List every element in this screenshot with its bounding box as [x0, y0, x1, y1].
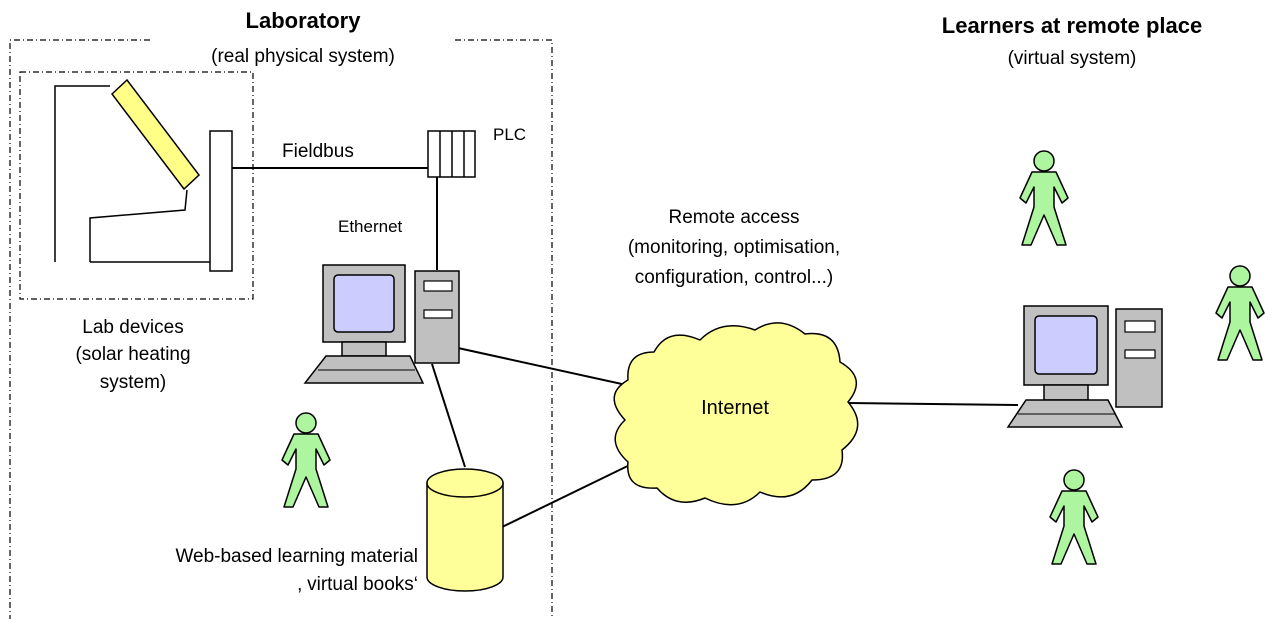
lab-computer-icon: [303, 264, 460, 384]
internet-cloud-icon: [613, 322, 859, 506]
learning-material-label-1: Web-based learning material: [175, 546, 418, 567]
lab-devices-group: [19, 71, 254, 300]
ethernet-label: Ethernet: [338, 217, 403, 236]
solar-panel: [110, 78, 201, 191]
remote-subtitle: (virtual system): [1008, 48, 1137, 69]
database-icon: [426, 468, 504, 592]
lab-devices-label-2: (solar heating: [75, 344, 190, 365]
lab-devices-boundary: [19, 71, 254, 300]
solar-pipe-inner: [89, 189, 188, 262]
lab-computer-to-database-line: [431, 363, 466, 468]
remote-access-label-3: configuration, control...): [635, 267, 834, 288]
laboratory-subtitle: (real physical system): [211, 46, 395, 67]
lab-learner-person-icon: [281, 412, 331, 508]
remote-learner-bottom-person-icon: [1049, 469, 1099, 565]
laboratory-boundary: [9, 39, 553, 619]
remote-access-label-1: Remote access: [669, 207, 800, 228]
fieldbus-label: Fieldbus: [282, 141, 354, 162]
laboratory-title: Laboratory: [246, 8, 362, 33]
remote-title: Learners at remote place: [942, 13, 1202, 38]
remote-computer-icon: [1006, 305, 1163, 428]
solar-pipe-outer: [54, 85, 110, 262]
storage-tank: [209, 130, 233, 272]
internet-label: Internet: [701, 397, 769, 419]
learning-material-label-2: ‚ virtual books‘: [298, 574, 418, 595]
lab-devices-label-1: Lab devices: [82, 317, 183, 338]
lab-computer-to-internet-line: [457, 347, 641, 389]
database-to-internet-line: [499, 459, 641, 529]
internet-to-remote-computer-line: [847, 402, 1019, 406]
plc-label: PLC: [493, 125, 526, 144]
plc-icon: [427, 130, 476, 178]
remote-learner-top-person-icon: [1019, 150, 1069, 246]
lab-devices-label-3: system): [100, 372, 167, 393]
remote-access-label-2: (monitoring, optimisation,: [628, 237, 840, 258]
remote-learner-right-person-icon: [1215, 265, 1265, 361]
